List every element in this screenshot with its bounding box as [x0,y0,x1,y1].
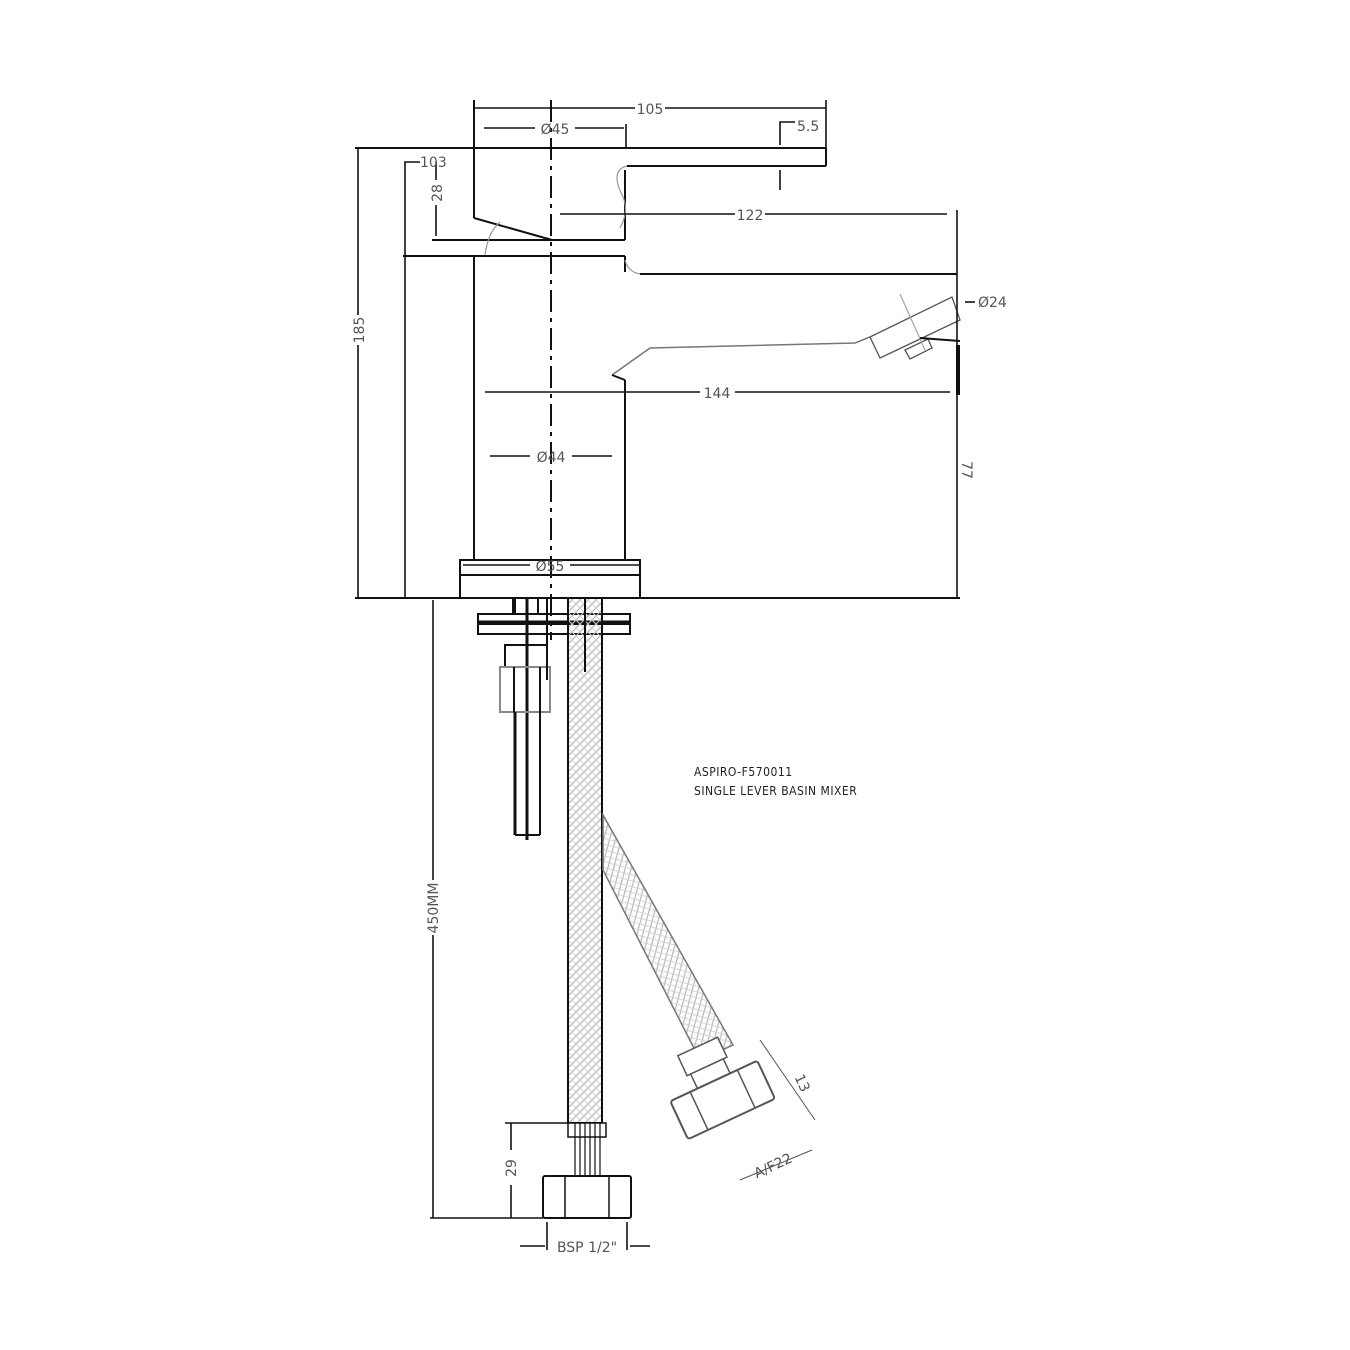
product-description: SINGLE LEVER BASIN MIXER [694,784,857,798]
dimension-lines [357,100,975,1250]
dim-lever-dia: Ø45 [541,122,570,138]
dim-lever-thickness: 5.5 [797,119,819,135]
dim-base-dia: Ø55 [536,559,565,575]
flexible-hose-straight [542,597,632,1219]
dim-spout-reach-top: 122 [737,208,764,224]
dim-lever-offset: 28 [430,184,446,202]
nut-dimension-lines [739,1039,816,1181]
aerator [869,293,961,395]
base-plate [355,559,960,635]
dim-spout-height: 77 [958,461,974,479]
product-code: ASPIRO-F570011 [694,765,793,779]
lever-handle [355,100,827,256]
flexible-hose-angled [602,812,776,1140]
fixing-rod [499,598,551,840]
dim-aerator-dia: Ø24 [978,295,1007,311]
dim-lever-length: 105 [637,102,664,118]
mixer-body [403,255,957,560]
dim-connector-thread: BSP 1/2" [557,1240,617,1256]
dim-lever-height: 103 [420,155,447,171]
dim-connector-height: 29 [504,1159,520,1177]
dim-nut-height: 13 [791,1072,813,1095]
dim-total-height: 185 [352,317,368,344]
dim-hose-length: 450MM [426,883,442,934]
dim-spout-reach: 144 [704,386,731,402]
dim-body-dia: Ø44 [537,450,566,466]
